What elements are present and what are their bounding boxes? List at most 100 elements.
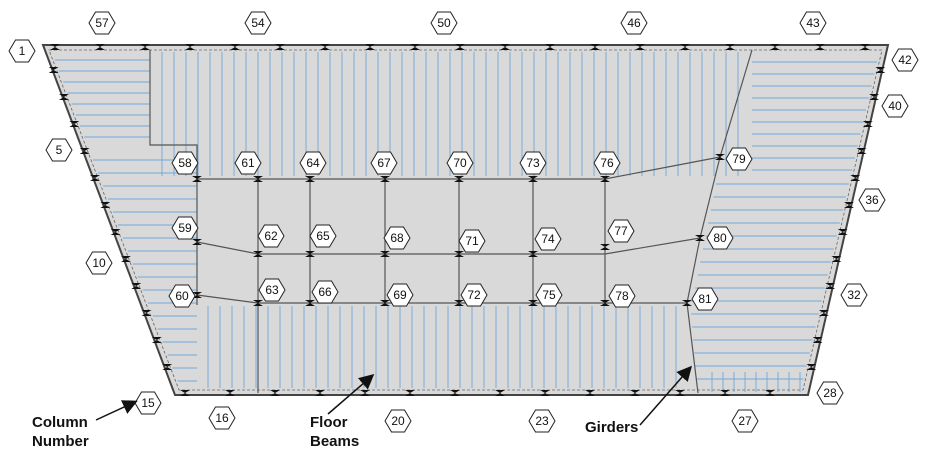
hexagon-label-icon [816, 381, 844, 405]
column-label-72: 72 [460, 283, 488, 307]
column-number: 50 [437, 16, 451, 30]
hexagon-label-icon [706, 226, 734, 250]
column-label-68: 68 [383, 226, 411, 250]
hexagon-label-icon [171, 151, 199, 175]
column-label-78: 78 [608, 284, 636, 308]
column-number: 70 [453, 156, 467, 170]
column-label-5: 5 [45, 138, 73, 162]
column-number: 28 [823, 386, 837, 400]
column-marker-icon [58, 94, 69, 100]
column-marker-icon [380, 251, 390, 257]
column-label-50: 50 [430, 11, 458, 35]
column-number: 78 [615, 289, 629, 303]
column-number: 68 [390, 231, 404, 245]
column-label-43: 43 [799, 11, 827, 35]
column-label-46: 46 [620, 11, 648, 35]
column-number: 42 [898, 53, 912, 67]
column-label-67: 67 [370, 151, 398, 175]
column-label-76: 76 [593, 151, 621, 175]
column-label-63: 63 [258, 278, 286, 302]
column-marker-icon [806, 364, 817, 370]
column-marker-icon [192, 239, 202, 245]
column-marker-icon [131, 283, 142, 289]
annotation-girders-arrow [639, 365, 692, 426]
hexagon-label-icon [311, 280, 339, 304]
column-marker-icon [162, 364, 173, 370]
hexagon-label-icon [430, 11, 458, 35]
column-marker-icon [120, 256, 131, 262]
column-label-69: 69 [386, 283, 414, 307]
column-number: 59 [178, 221, 192, 235]
column-marker-icon [450, 390, 460, 396]
column-marker-icon [725, 44, 735, 50]
floor-beams-group [54, 52, 878, 392]
column-marker-icon [79, 148, 90, 154]
column-number: 60 [175, 289, 189, 303]
column-label-10: 10 [85, 251, 113, 275]
column-marker-icon [141, 310, 152, 316]
column-number: 5 [56, 143, 63, 157]
column-label-27: 27 [731, 409, 759, 433]
column-marker-icon [151, 337, 162, 343]
column-label-65: 65 [309, 224, 337, 248]
column-number: 16 [215, 411, 229, 425]
column-number: 75 [542, 288, 556, 302]
column-label-61: 61 [234, 151, 262, 175]
column-marker-icon [695, 235, 705, 241]
hexagon-label-icon [370, 151, 398, 175]
column-marker-icon [253, 176, 263, 182]
column-marker-icon [380, 300, 390, 306]
annotation-column-number-line1: Column [32, 414, 88, 431]
column-marker-icon [253, 251, 263, 257]
column-number: 40 [888, 99, 902, 113]
hexagon-label-icon [840, 283, 868, 307]
column-number: 61 [241, 156, 255, 170]
column-label-75: 75 [535, 283, 563, 307]
column-number: 62 [264, 229, 278, 243]
column-label-79: 79 [725, 147, 753, 171]
hexagon-label-icon [85, 251, 113, 275]
column-number: 54 [251, 16, 265, 30]
column-label-62: 62 [257, 224, 285, 248]
hexagon-label-icon [309, 224, 337, 248]
column-marker-icon [837, 229, 848, 235]
column-marker-icon [675, 390, 685, 396]
column-marker-icon [140, 44, 150, 50]
column-marker-icon [455, 44, 465, 50]
column-marker-icon [528, 251, 538, 257]
column-marker-icon [253, 300, 263, 306]
annotation-floor-beams: Floor Beams [310, 374, 375, 450]
column-marker-icon [815, 44, 825, 50]
column-marker-icon [360, 390, 370, 396]
hexagon-label-icon [258, 278, 286, 302]
column-markers-group [48, 44, 886, 396]
column-label-15: 15 [134, 391, 162, 415]
column-marker-icon [192, 176, 202, 182]
hexagon-label-icon [234, 151, 262, 175]
column-label-32: 32 [840, 283, 868, 307]
column-number: 20 [391, 414, 405, 428]
column-number: 73 [526, 156, 540, 170]
column-marker-icon [720, 390, 730, 396]
column-label-28: 28 [816, 381, 844, 405]
column-label-81: 81 [691, 287, 719, 311]
column-number: 80 [713, 231, 727, 245]
column-marker-icon [545, 44, 555, 50]
hexagon-label-icon [134, 391, 162, 415]
hexagon-label-icon [799, 11, 827, 35]
slab-inner-edge [48, 49, 883, 391]
column-marker-icon [812, 337, 823, 343]
column-marker-icon [225, 390, 235, 396]
column-number: 57 [95, 16, 109, 30]
hexagon-label-icon [383, 226, 411, 250]
hexagon-label-icon [534, 227, 562, 251]
column-marker-icon [315, 390, 325, 396]
column-label-1: 1 [8, 39, 36, 63]
column-marker-icon [843, 202, 854, 208]
column-marker-icon [365, 44, 375, 50]
column-marker-icon [180, 390, 190, 396]
column-marker-icon [185, 44, 195, 50]
column-number: 36 [865, 193, 879, 207]
